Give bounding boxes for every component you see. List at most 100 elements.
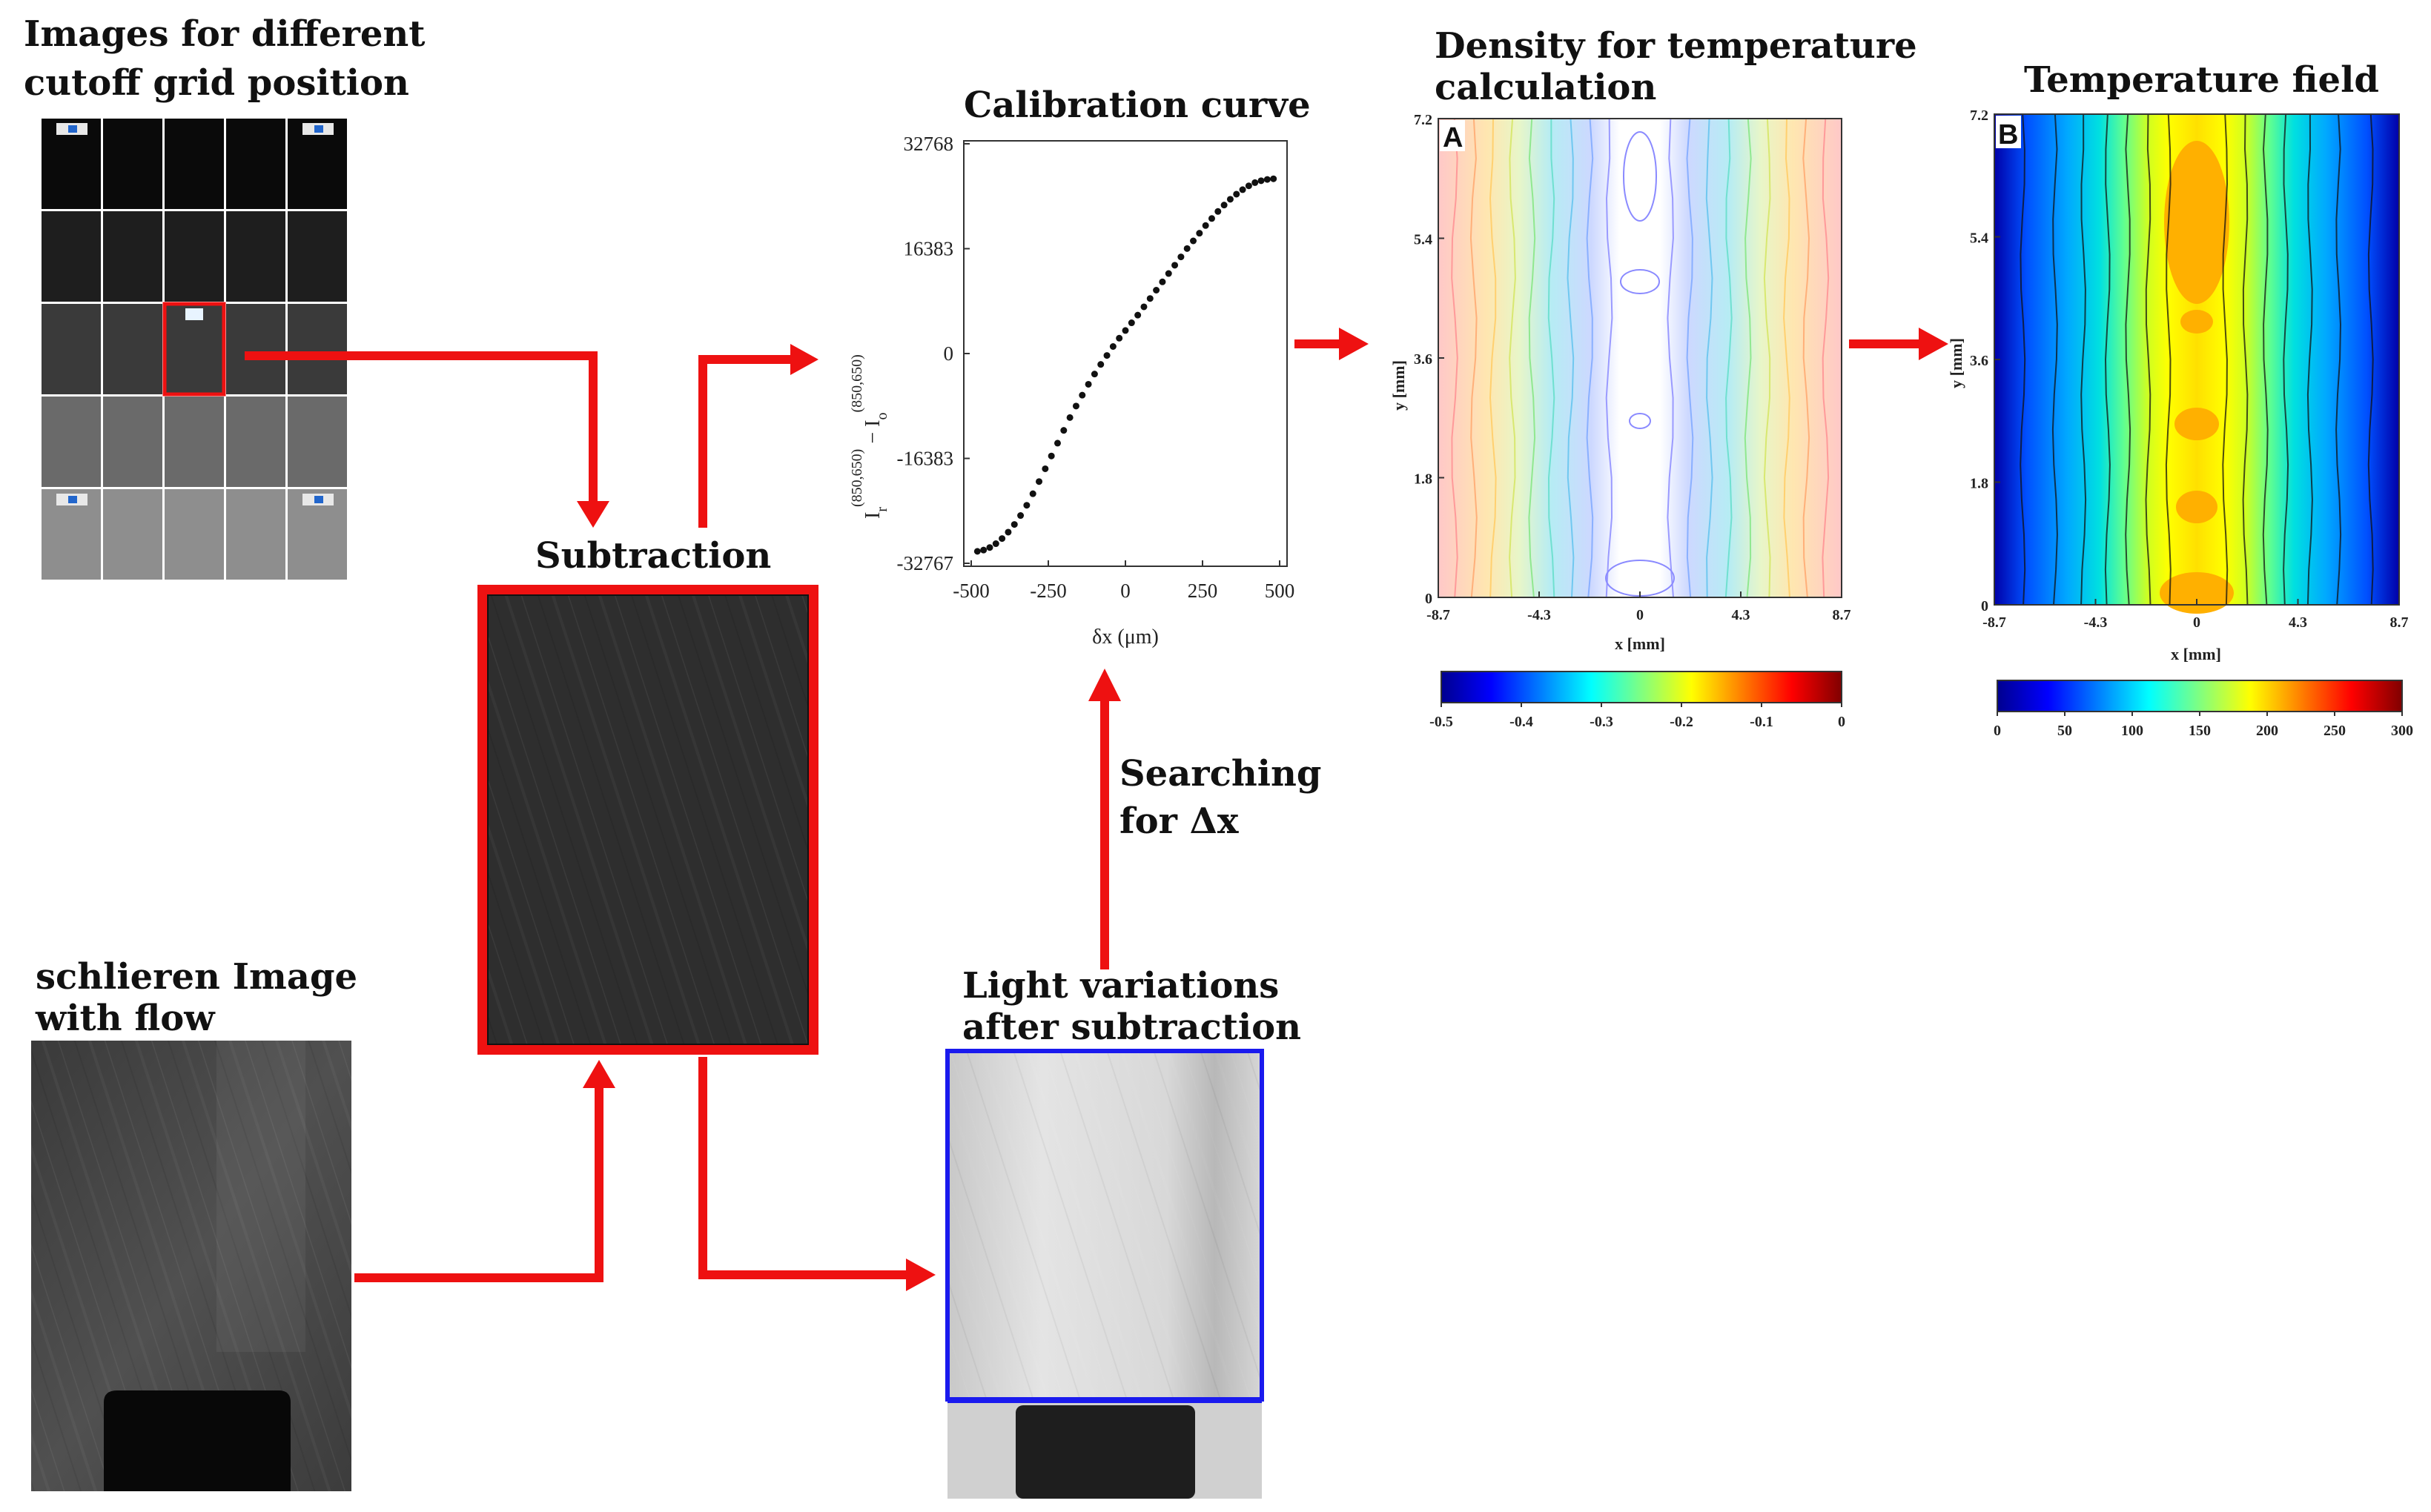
temperature-colorbar-tick-label: 150 <box>2189 723 2211 739</box>
calibration-point <box>1116 334 1123 342</box>
calibration-point <box>1097 361 1105 368</box>
calibration-y-tick-label: 32768 <box>904 133 954 155</box>
temperature-contour-line <box>2020 113 2026 606</box>
thumbnail-badge-mark <box>68 125 77 133</box>
svg-text:schlieren Image: schlieren Image <box>36 956 357 998</box>
density-contour-line <box>1547 118 1555 598</box>
temperature-x-tick-label: -4.3 <box>2084 614 2108 631</box>
nozzle-shape <box>1016 1405 1195 1499</box>
calibration-point <box>1066 414 1074 421</box>
calibration-point <box>1251 179 1259 186</box>
temperature-contour-line <box>2051 113 2058 606</box>
calibration-point <box>1017 512 1025 520</box>
arrow-schlieren-to-subtraction <box>354 1060 615 1282</box>
calibration-point <box>1257 177 1265 185</box>
temperature-contour-line <box>2080 113 2087 606</box>
temperature-xlabel: x [mm] <box>2171 645 2221 663</box>
calibration-point <box>1011 521 1018 528</box>
grid-cell <box>42 397 101 487</box>
calibration-point <box>1263 176 1271 183</box>
density-contour-ring <box>1620 269 1660 294</box>
calibration-xlabel: δx (μm) <box>1092 626 1159 649</box>
grid-cell <box>288 304 347 394</box>
grid-cell <box>103 397 162 487</box>
density-contour-line <box>1586 118 1594 598</box>
density-colorbar-tick-label: -0.4 <box>1509 714 1533 730</box>
temperature-y-tick-label: 0 <box>1981 598 1988 614</box>
temperature-colorbar-tick-label: 300 <box>2391 723 2413 739</box>
calibration-point <box>986 544 993 551</box>
density-y-tick-label: 7.2 <box>1414 112 1432 128</box>
density-contour-line <box>1802 118 1810 598</box>
calibration-ylabel: Ir(850,650) − Io(850,650) <box>849 354 890 519</box>
calibration-point <box>1103 352 1111 359</box>
calibration-y-tick-label: -32767 <box>897 552 954 574</box>
calibration-point <box>1079 391 1086 399</box>
light-variations-image <box>945 1049 1264 1499</box>
subtraction-image <box>477 585 818 1055</box>
density-contour-line <box>1686 118 1694 598</box>
calibration-point <box>1134 311 1142 319</box>
density-contour-line <box>1451 118 1458 598</box>
grid-cell <box>288 211 347 302</box>
density-y-tick-label: 5.4 <box>1414 232 1432 248</box>
calibration-point <box>1171 262 1179 269</box>
selected-grid-cell <box>162 302 226 397</box>
calibration-point <box>1023 502 1031 509</box>
svg-text:Ir(850,650) − Io(850,650): Ir(850,650) − Io(850,650) <box>849 354 890 519</box>
calibration-point <box>1159 278 1166 285</box>
calibration-point <box>980 546 988 554</box>
arrow-subtraction-to-light <box>698 1057 936 1291</box>
grid-cell <box>226 211 285 302</box>
density-x-tick-label: 4.3 <box>1732 607 1750 623</box>
calibration-y-tick-label: 0 <box>944 342 954 365</box>
thumbnail-badge <box>185 308 203 320</box>
calibration-point <box>1183 245 1191 252</box>
temperature-x-tick-label: -8.7 <box>1982 614 2006 631</box>
density-colorbar-tick-label: -0.3 <box>1590 714 1613 730</box>
calibration-point <box>1029 490 1036 497</box>
density-colorbar <box>1441 671 1842 703</box>
temperature-contour-line <box>2222 113 2229 606</box>
density-contour-line <box>1469 118 1478 598</box>
calibration-point <box>1153 287 1160 294</box>
density-contour-line <box>1509 118 1516 598</box>
density-xlabel: x [mm] <box>1615 634 1665 653</box>
thumbnail-badge-mark <box>314 496 323 503</box>
density-contour-line <box>1724 118 1733 598</box>
temperature-x-tick-label: 0 <box>2193 614 2200 631</box>
density-x-tick-label: -4.3 <box>1527 607 1551 623</box>
temperature-contours <box>2020 113 2374 606</box>
calibration-point <box>1177 253 1185 261</box>
calibration-point <box>1140 303 1148 311</box>
grid-cell <box>103 304 162 394</box>
density-colorbar-tick-label: 0 <box>1838 714 1845 730</box>
temperature-contour-line <box>2125 113 2131 606</box>
density-colorbar-tick-label: -0.1 <box>1750 714 1773 730</box>
calibration-point <box>1190 237 1197 245</box>
density-colorbar-tick-label: -0.5 <box>1429 714 1453 730</box>
temperature-contour-line <box>2283 113 2289 606</box>
density-contour-line <box>1763 118 1771 598</box>
temperature-hot-core <box>2160 141 2234 614</box>
schlieren-title: schlieren Image with flow <box>35 956 357 1039</box>
calibration-point <box>999 535 1006 543</box>
grid-cell <box>103 489 162 580</box>
calibration-y-tick-label: -16383 <box>897 447 954 469</box>
grid-cell <box>42 211 101 302</box>
calibration-x-tick-label: -500 <box>953 580 990 602</box>
calibration-point <box>1005 528 1012 536</box>
temperature-colorbar-tick-label: 50 <box>2057 723 2072 739</box>
temperature-colorbar-tick-label: 250 <box>2323 723 2346 739</box>
calibration-point <box>1048 452 1055 460</box>
density-contour-line <box>1567 118 1575 598</box>
grid-cell <box>288 397 347 487</box>
grid-cell <box>226 304 285 394</box>
calibration-series <box>973 175 1277 555</box>
density-ylabel: y [mm] <box>1389 360 1408 411</box>
temperature-y-tick-label: 7.2 <box>1970 107 1988 124</box>
